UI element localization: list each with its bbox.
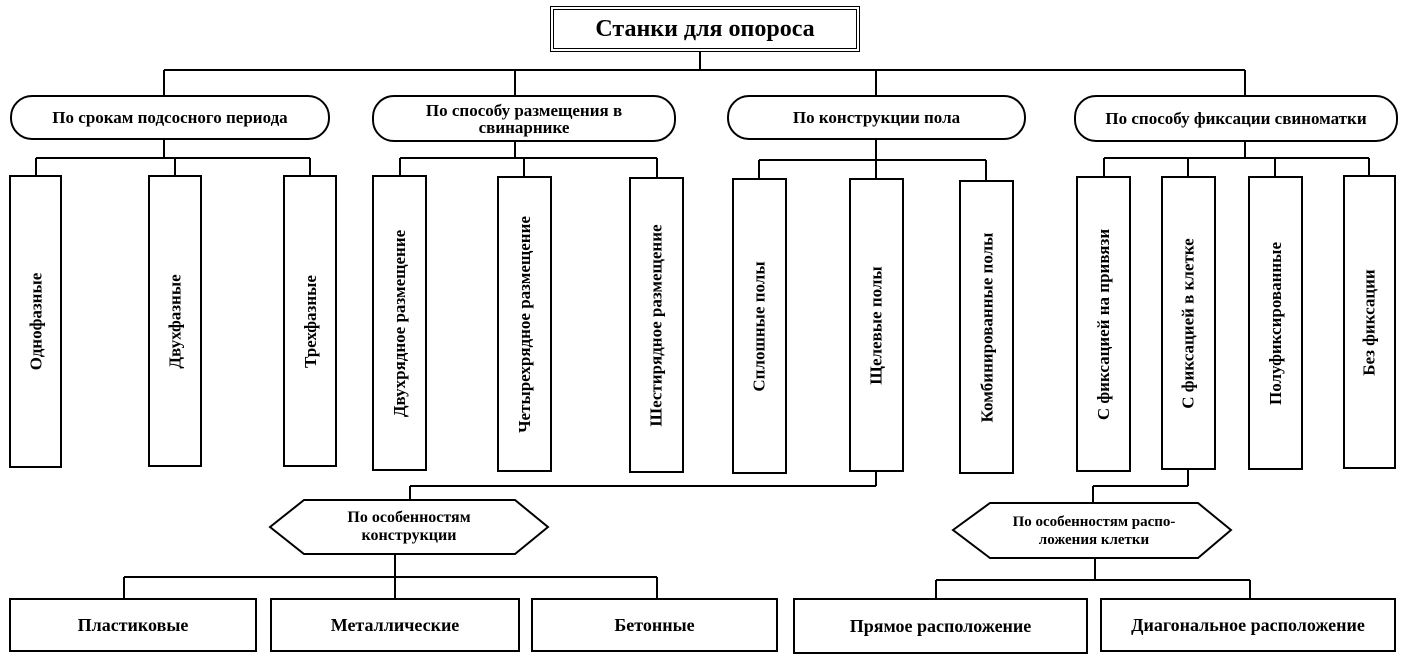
leaf-label: Пластиковые: [77, 614, 189, 635]
leaf-box: Пластиковые: [9, 598, 257, 652]
item-box: Полуфиксированные: [1248, 176, 1303, 470]
leaf-box: Металлические: [270, 598, 520, 652]
subcategory-label: По особенностям распо-ложения клетки: [1012, 513, 1176, 548]
hexagon-shape-left: [268, 499, 550, 555]
item-label: Двухрядное размещение: [390, 229, 409, 417]
item-label: С фиксацией в клетке: [1179, 237, 1198, 409]
item-box: Щелевые полы: [849, 178, 904, 472]
category-placement: По способу размещения в свинарнике: [372, 95, 676, 142]
category-label: По конструкции пола: [792, 108, 961, 127]
item-label: Сплошные полы: [750, 260, 769, 392]
category-label: По способу размещения в свинарнике: [425, 100, 623, 137]
item-box: Без фиксации: [1343, 175, 1396, 469]
leaf-label: Диагональное расположение: [1131, 614, 1365, 635]
item-label: Трехфазные: [300, 274, 320, 368]
subcategory-cage-layout: По особенностям распо-ложения клетки: [985, 503, 1203, 558]
item-box: Комбинированные полы: [959, 180, 1014, 474]
category-floor-design: По конструкции пола: [727, 95, 1026, 140]
item-label: Шестирядное размещение: [647, 223, 667, 427]
item-box: Сплошные полы: [732, 178, 787, 474]
item-box: Четырехрядное размещение: [497, 176, 552, 472]
item-box: Двухфазные: [148, 175, 202, 467]
item-label: С фиксацией на привязи: [1094, 228, 1114, 420]
item-label: Щелевые полы: [867, 265, 886, 385]
leaf-label: Металлические: [330, 614, 460, 635]
item-label: Полуфиксированные: [1266, 241, 1286, 405]
leaf-label: Бетонные: [614, 614, 695, 635]
item-box: Однофазные: [9, 175, 62, 468]
leaf-label: Прямое расположение: [849, 615, 1032, 636]
item-box: С фиксацией в клетке: [1161, 176, 1216, 470]
diagram-title-text: Станки для опороса: [595, 15, 815, 42]
category-label: По срокам подсосного периода: [52, 108, 288, 127]
item-box: Двухрядное размещение: [372, 175, 427, 471]
diagram-title: Станки для опороса: [550, 6, 860, 52]
item-label: Однофазные: [26, 272, 46, 371]
leaf-box: Бетонные: [531, 598, 778, 652]
category-suckling-period: По срокам подсосного периода: [10, 95, 330, 140]
item-box: Шестирядное размещение: [629, 177, 684, 473]
item-label: Без фиксации: [1360, 268, 1379, 376]
subcategory-label: По особенностям конструкции: [347, 509, 471, 544]
leaf-box: Прямое расположение: [793, 598, 1088, 654]
subcategory-construction: По особенностям конструкции: [300, 500, 518, 554]
hexagon-shape-right: [951, 502, 1233, 559]
item-label: Двухфазные: [165, 273, 185, 369]
item-box: С фиксацией на привязи: [1076, 176, 1131, 472]
item-box: Трехфазные: [283, 175, 337, 467]
category-label: По способу фиксации свиноматки: [1105, 109, 1367, 128]
leaf-box: Диагональное расположение: [1100, 598, 1396, 652]
item-label: Комбинированные полы: [977, 232, 996, 422]
category-sow-fixation: По способу фиксации свиноматки: [1074, 95, 1398, 142]
item-label: Четырехрядное размещение: [515, 215, 535, 433]
